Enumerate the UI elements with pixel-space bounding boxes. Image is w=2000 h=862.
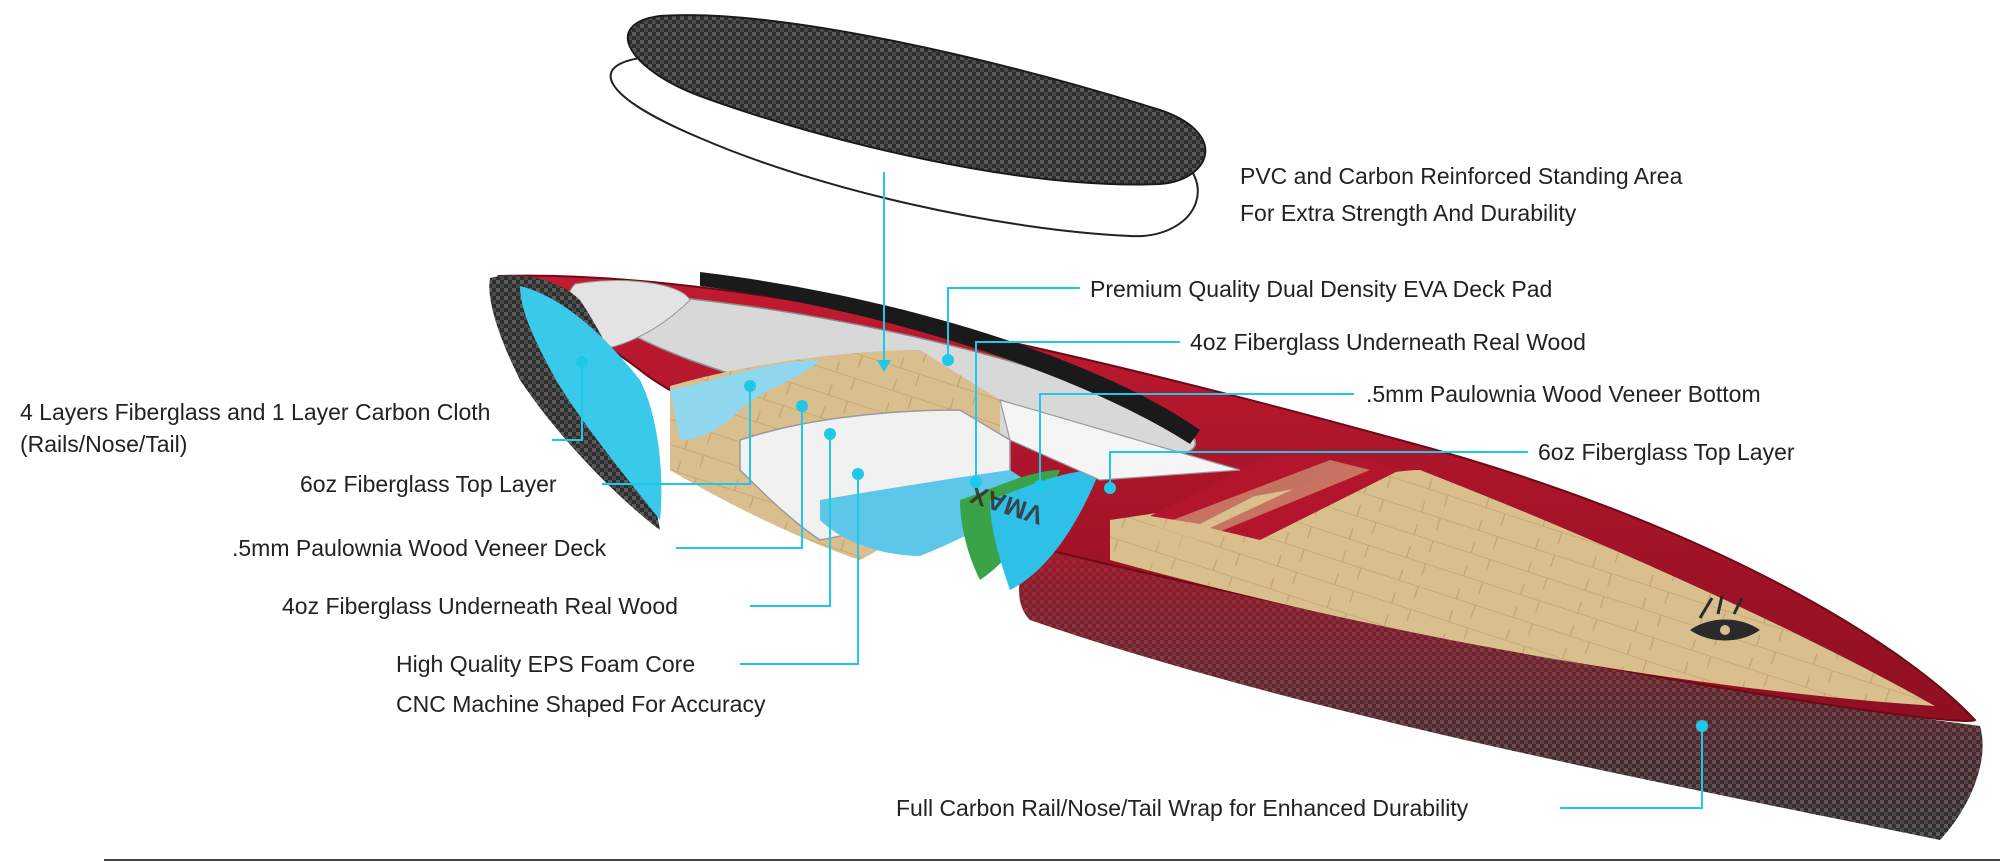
label-layers-line1: 4 Layers Fiberglass and 1 Layer Carbon C… (20, 399, 491, 425)
dot-carbon-wrap (1696, 720, 1708, 732)
nose-fiberglass-blue (520, 286, 662, 520)
carbon-red-fade (1019, 540, 1983, 840)
dot-fiberglass-under-wood-right (970, 476, 982, 488)
dot-top-layer-right (1104, 482, 1116, 494)
eye-emblem-icon (1690, 595, 1760, 641)
leader-foam-core (740, 474, 859, 665)
wood-deck-tail (1110, 470, 1935, 706)
leader-carbon-wrap (1560, 728, 1703, 809)
label-layers-line2: (Rails/Nose/Tail) (20, 431, 188, 457)
deck-chevron-3 (1120, 460, 1370, 548)
deck-chevron-2 (1210, 458, 1400, 540)
deck-stripe (700, 272, 1200, 444)
dot-veneer-bottom (1034, 480, 1046, 492)
dot-deck-pad (942, 354, 954, 366)
arrow-head-icon (877, 360, 891, 372)
label-top-layer-left: 6oz Fiberglass Top Layer (300, 471, 557, 497)
cutaway-blue-bottom (990, 470, 1100, 590)
label-foam-core-line2: CNC Machine Shaped For Accuracy (396, 691, 766, 717)
dot-fiberglass-under-wood-left (824, 428, 836, 440)
paddleboard-body: VMAX (489, 272, 1983, 840)
leader-top-layer-right (1109, 451, 1528, 486)
leader-top-layer-left (602, 386, 751, 485)
leader-dots (576, 354, 1708, 732)
dot-top-layer-left (744, 380, 756, 392)
dot-veneer-deck (796, 400, 808, 412)
label-fiberglass-under-wood-left: 4oz Fiberglass Underneath Real Wood (282, 593, 678, 619)
label-standing-area-line2: For Extra Strength And Durability (1240, 200, 1577, 226)
pad-carbon-top (626, 14, 1207, 186)
label-top-layer-right: 6oz Fiberglass Top Layer (1538, 439, 1795, 465)
label-carbon-wrap: Full Carbon Rail/Nose/Tail Wrap for Enha… (896, 795, 1469, 821)
label-veneer-bottom: .5mm Paulownia Wood Veneer Bottom (1366, 381, 1761, 407)
cutaway-foam-edge (999, 399, 1241, 481)
leader-veneer-deck (676, 406, 803, 549)
label-standing-area-line1: PVC and Carbon Reinforced Standing Area (1240, 163, 1683, 189)
label-foam-core-line1: High Quality EPS Foam Core (396, 651, 696, 677)
leader-fiberglass-under-wood-right (975, 341, 1180, 480)
deck-chevron-1 (1150, 440, 1340, 524)
label-fiberglass-under-wood-right: 4oz Fiberglass Underneath Real Wood (1190, 329, 1586, 355)
leader-fiberglass-under-wood-left (750, 434, 831, 607)
dot-layers (576, 356, 588, 368)
leader-veneer-bottom (1039, 393, 1354, 486)
label-deck-pad: Premium Quality Dual Density EVA Deck Pa… (1090, 276, 1553, 302)
leader-deck-pad (947, 287, 1080, 358)
label-veneer-deck: .5mm Paulownia Wood Veneer Deck (232, 535, 607, 561)
leader-lines (552, 172, 1703, 809)
dot-foam-core (852, 468, 864, 480)
cutaway-fiberglass-top (670, 360, 820, 440)
leader-layers (552, 364, 583, 441)
standing-area-pad (609, 14, 1207, 238)
